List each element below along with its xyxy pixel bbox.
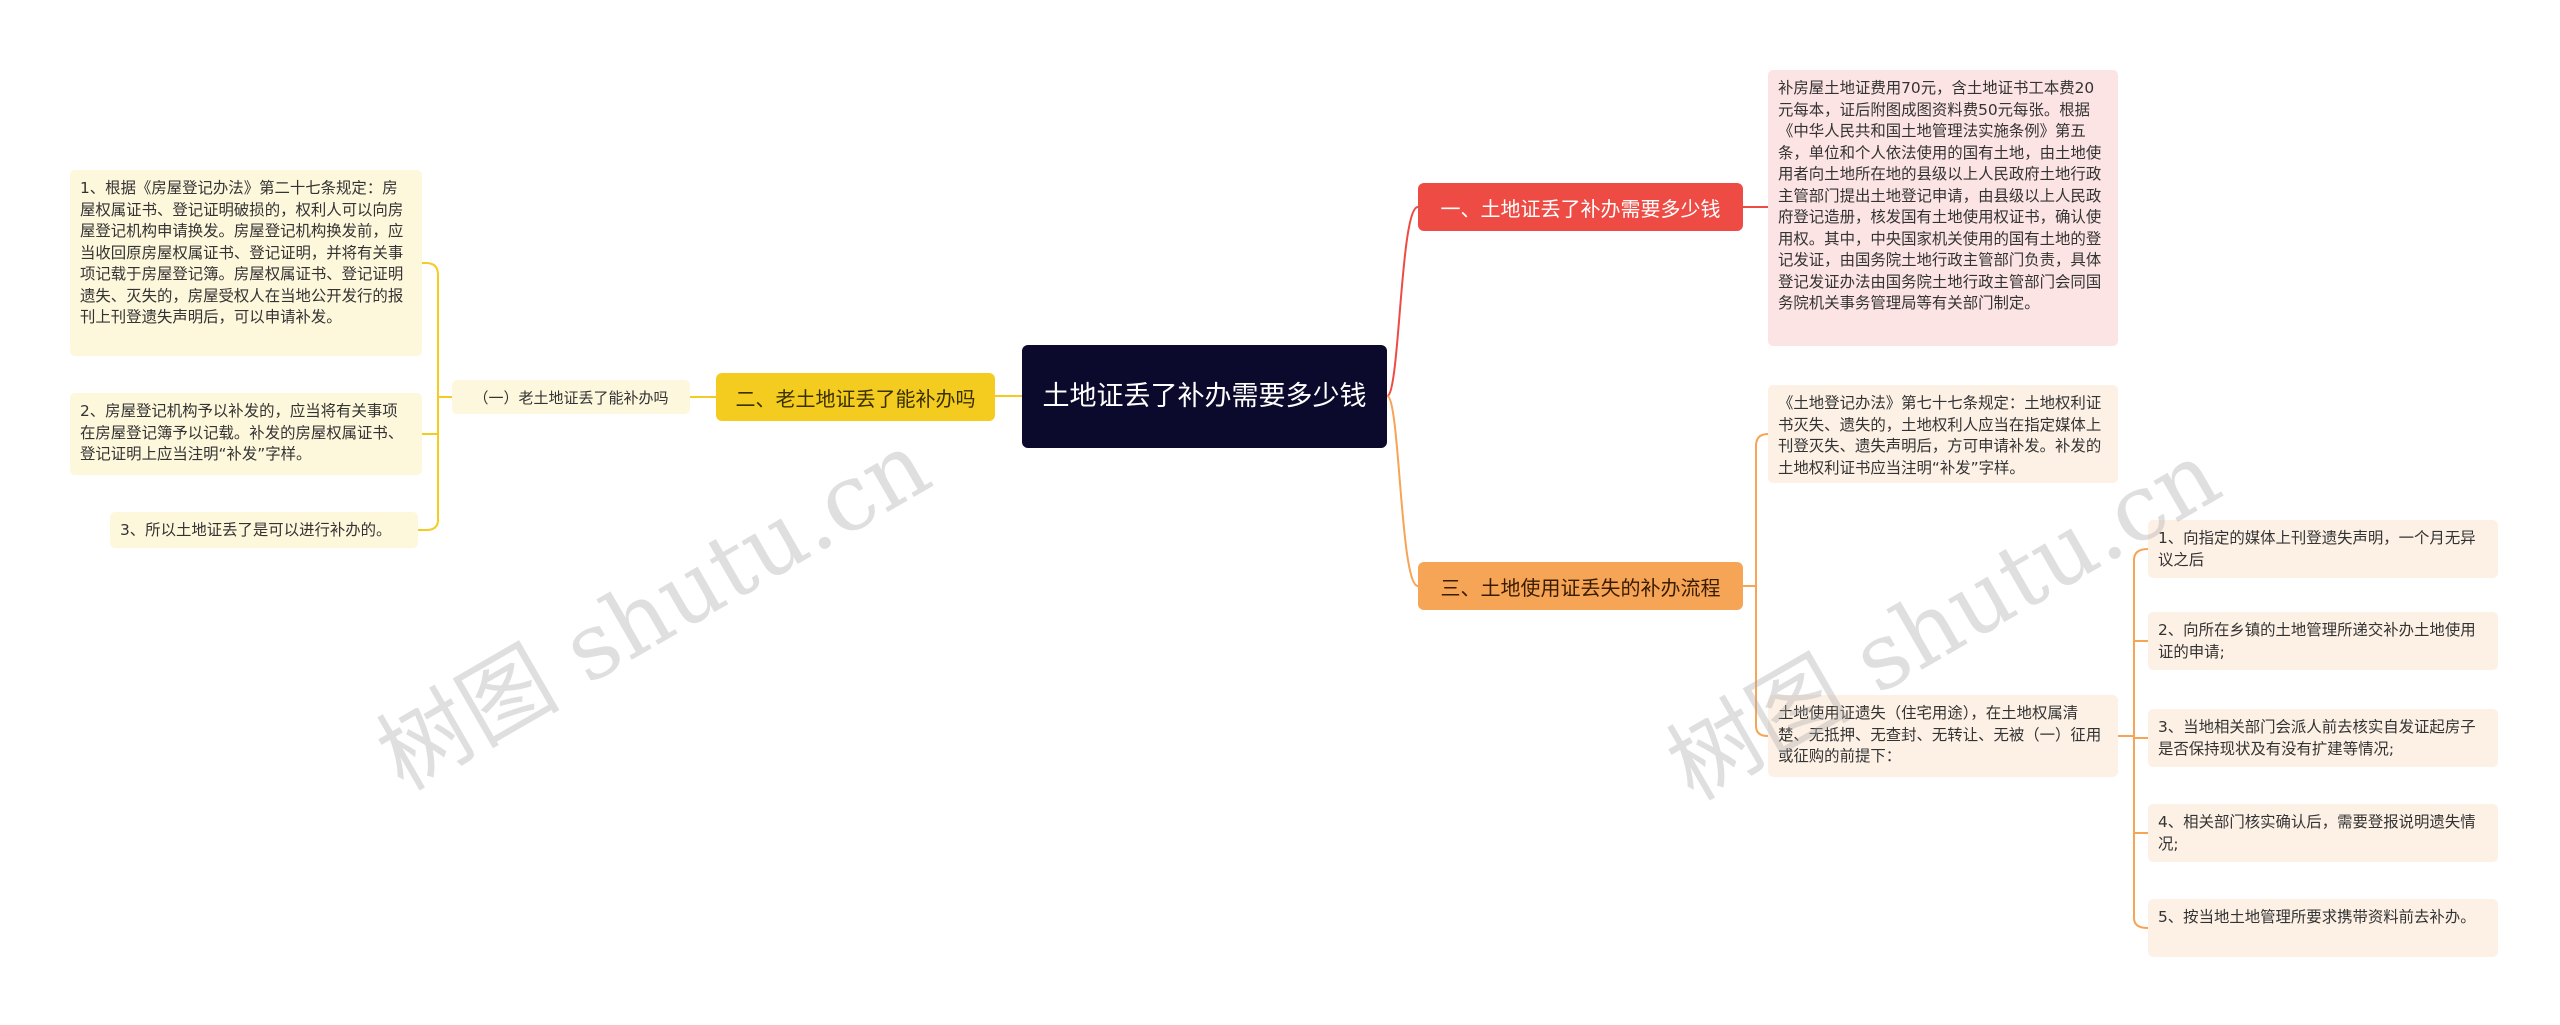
step-item[interactable]: 5、按当地土地管理所要求携带资料前去补办。 — [2148, 899, 2498, 957]
leaf-conclusion[interactable]: 3、所以土地证丢了是可以进行补办的。 — [110, 512, 418, 548]
link-central-b3 — [1386, 395, 1419, 587]
step-item[interactable]: 1、向指定的媒体上刊登遗失声明，一个月无异议之后 — [2148, 520, 2498, 578]
link-sub-leaves — [418, 262, 452, 531]
link-cond-steps — [2118, 548, 2149, 929]
leaf-housing-rule-27[interactable]: 1、根据《房屋登记办法》第二十七条规定：房屋权属证书、登记证明破损的，权利人可以… — [70, 170, 422, 356]
leaf-fee-detail[interactable]: 补房屋土地证费用70元，含土地证书工本费20元每本，证后附图成图资料费50元每张… — [1768, 70, 2118, 346]
branch-can-reissue[interactable]: 二、老土地证丢了能补办吗 — [716, 373, 995, 421]
link-b3-leaves — [1743, 433, 1769, 737]
step-item[interactable]: 2、向所在乡镇的土地管理所递交补办土地使用证的申请; — [2148, 612, 2498, 670]
central-topic[interactable]: 土地证丢了补办需要多少钱 — [1022, 345, 1387, 448]
link-central-b1 — [1386, 206, 1419, 397]
branch-fee[interactable]: 一、土地证丢了补办需要多少钱 — [1418, 183, 1743, 231]
leaf-conditions[interactable]: 土地使用证遗失（住宅用途），在土地权属清楚、无抵押、无查封、无转让、无被（一）征… — [1768, 695, 2118, 777]
leaf-reissue-record[interactable]: 2、房屋登记机构予以补发的，应当将有关事项在房屋登记簿予以记载。补发的房屋权属证… — [70, 393, 422, 475]
branch-reissue-process[interactable]: 三、土地使用证丢失的补办流程 — [1418, 562, 1743, 610]
step-item[interactable]: 4、相关部门核实确认后，需要登报说明遗失情况; — [2148, 804, 2498, 862]
leaf-land-registration-rule[interactable]: 《土地登记办法》第七十七条规定：土地权利证书灭失、遗失的，土地权利人应当在指定媒… — [1768, 385, 2118, 483]
step-item[interactable]: 3、当地相关部门会派人前去核实自发证起房子是否保持现状及有没有扩建等情况; — [2148, 709, 2498, 767]
subtopic-old-certificate[interactable]: （一）老土地证丢了能补办吗 — [452, 380, 690, 414]
